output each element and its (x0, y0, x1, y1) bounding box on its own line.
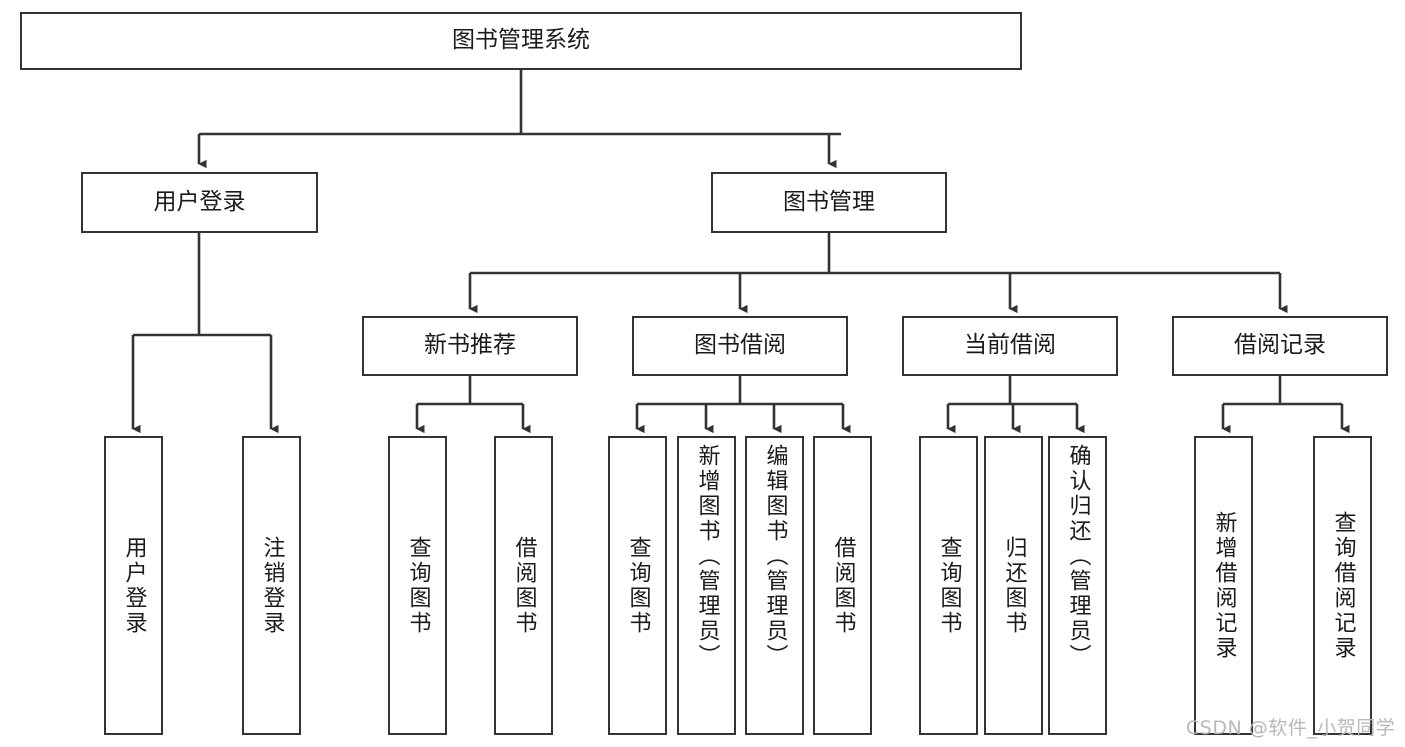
node-book-borrow[interactable]: 图书借阅 (632, 316, 848, 376)
node-root-system[interactable]: 图书管理系统 (20, 12, 1022, 70)
leaf-add-record[interactable]: 新增借阅记录 (1194, 436, 1253, 735)
node-label: 新书推荐 (424, 332, 516, 359)
node-label: 查询借阅记录 (1330, 510, 1356, 661)
leaf-query-book-2[interactable]: 查询图书 (608, 436, 667, 735)
node-current-borrow[interactable]: 当前借阅 (902, 316, 1118, 376)
node-new-book-recommend[interactable]: 新书推荐 (362, 316, 578, 376)
node-label: 编辑图书（管理员） (762, 444, 788, 669)
node-label: 图书借阅 (694, 332, 786, 359)
leaf-logout[interactable]: 注销登录 (242, 436, 301, 735)
leaf-query-book-3[interactable]: 查询图书 (919, 436, 978, 735)
node-book-manage[interactable]: 图书管理 (711, 172, 947, 233)
node-label: 借阅图书 (830, 535, 856, 636)
node-label: 归还图书 (1001, 535, 1027, 636)
node-label: 查询图书 (625, 535, 651, 636)
leaf-borrow-book-1[interactable]: 借阅图书 (494, 436, 553, 735)
node-label: 查询图书 (405, 535, 431, 636)
node-label: 注销登录 (259, 535, 285, 636)
leaf-user-login[interactable]: 用户登录 (104, 436, 163, 735)
node-label: 图书管理 (783, 188, 875, 215)
leaf-query-book-1[interactable]: 查询图书 (388, 436, 447, 735)
node-user-login[interactable]: 用户登录 (81, 172, 318, 233)
node-borrow-record[interactable]: 借阅记录 (1172, 316, 1388, 376)
csdn-watermark: CSDN @软件_小贺同学 (1186, 717, 1396, 739)
node-label: 借阅记录 (1234, 332, 1326, 359)
leaf-return-book[interactable]: 归还图书 (984, 436, 1043, 735)
node-label: 用户登录 (153, 188, 246, 215)
node-label: 借阅图书 (511, 535, 537, 636)
node-label: 查询图书 (936, 535, 962, 636)
node-label: 用户登录 (121, 535, 147, 636)
leaf-edit-book[interactable]: 编辑图书（管理员） (745, 436, 804, 735)
node-label: 图书管理系统 (452, 27, 590, 54)
node-label: 确认归还（管理员） (1065, 444, 1091, 669)
node-label: 当前借阅 (964, 332, 1056, 359)
leaf-confirm-return[interactable]: 确认归还（管理员） (1048, 436, 1107, 735)
node-label: 新增借阅记录 (1211, 510, 1237, 661)
leaf-query-record[interactable]: 查询借阅记录 (1313, 436, 1372, 735)
leaf-add-book[interactable]: 新增图书（管理员） (677, 436, 736, 735)
node-label: 新增图书（管理员） (694, 444, 720, 669)
leaf-borrow-book-2[interactable]: 借阅图书 (813, 436, 872, 735)
